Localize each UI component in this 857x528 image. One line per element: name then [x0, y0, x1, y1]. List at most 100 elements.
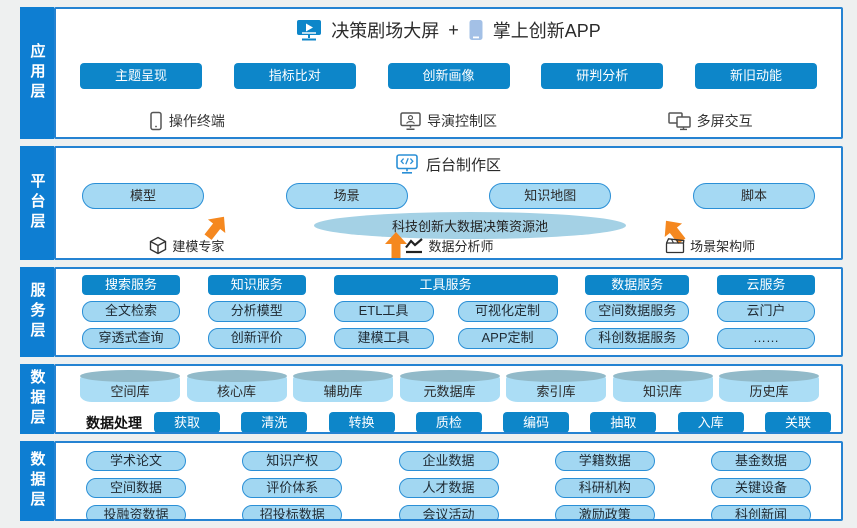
application-content: 决策剧场大屏 + 掌上创新APP 主题呈现 指标比对 创新画像 研判分析 新旧动…: [54, 7, 843, 139]
layer-data-store: 数据层 空间库 核心库 辅助库 元数据库 索引库 知识库 历史库 数据处理 获取…: [20, 364, 843, 434]
data-store-content: 空间库 核心库 辅助库 元数据库 索引库 知识库 历史库 数据处理 获取 清洗 …: [54, 364, 843, 434]
service-header: 知识服务: [207, 275, 306, 296]
data-source-grid: 学术论文 知识产权 企业数据 学籍数据 基金数据 空间数据 评价体系 人才数据 …: [56, 443, 841, 519]
terminal-item: 多屏交互: [579, 111, 841, 131]
source-item: 投融资数据: [86, 505, 186, 519]
source-item: 人才数据: [398, 478, 499, 498]
database-cylinder: 历史库: [719, 370, 819, 402]
service-column-tools: 工具服务 ETL工具 可视化定制 建模工具 APP定制: [333, 275, 558, 350]
app-button: 主题呈现: [80, 63, 202, 89]
database-label: 索引库: [536, 384, 576, 399]
clapperboard-icon: [666, 237, 685, 253]
service-header: 搜索服务: [82, 275, 180, 296]
source-item: 学籍数据: [554, 451, 655, 471]
terminal-label: 多屏交互: [696, 113, 753, 129]
layer-tab-label: 数据层: [28, 451, 46, 511]
monitor-code-icon: [396, 153, 418, 174]
cube-icon: [150, 236, 167, 254]
phone-icon: [469, 20, 483, 40]
terminal-item: 导演控制区: [318, 111, 580, 131]
source-item: 评价体系: [242, 478, 343, 498]
role-item: 建模专家: [56, 236, 318, 255]
role-label: 数据分析师: [428, 238, 494, 254]
mobile-outline-icon: [150, 111, 162, 131]
service-item: ETL工具: [333, 301, 434, 323]
platform-content: 后台制作区 模型 场景 知识地图 脚本 科技创新大数据决策资源池 建模专家: [54, 145, 843, 261]
resource-pool-ellipse: 科技创新大数据决策资源池: [314, 211, 626, 239]
role-item: 数据分析师: [318, 236, 580, 255]
service-item: 可视化定制: [457, 301, 558, 323]
app-button: 研判分析: [541, 63, 664, 89]
role-label: 建模专家: [172, 238, 225, 254]
layer-data-source: 数据层 学术论文 知识产权 企业数据 学籍数据 基金数据 空间数据 评价体系 人…: [20, 441, 843, 521]
layer-tab-platform: 平台层: [20, 145, 54, 261]
service-item: 穿透式查询: [82, 328, 180, 350]
service-item: 科创数据服务: [585, 328, 690, 350]
director-monitor-icon: [400, 111, 421, 130]
title-left-text: 决策剧场大屏: [331, 21, 440, 41]
database-label: 空间库: [110, 384, 150, 399]
process-step: 质检: [415, 412, 482, 432]
layer-service: 服务层 搜索服务 全文检索 穿透式查询 知识服务 分析模型 创新评价 工具服务 …: [20, 267, 843, 357]
service-item: ……: [717, 328, 815, 350]
service-item: 建模工具: [333, 328, 434, 350]
layer-application: 应用层 决策剧场大屏 + 掌上创新APP 主题呈现 指标比对: [20, 7, 843, 139]
platform-button: 场景: [285, 182, 408, 209]
layer-platform: 平台层 后台制作区 模型 场景 知识地图 脚本 科技创新大数据决策资源池: [20, 145, 843, 261]
database-label: 核心库: [216, 384, 256, 399]
platform-buttons-row: 模型 场景 知识地图 脚本: [56, 182, 841, 209]
source-item: 知识产权: [242, 451, 343, 471]
service-content: 搜索服务 全文检索 穿透式查询 知识服务 分析模型 创新评价 工具服务 ETL工…: [54, 267, 843, 357]
source-item: 激励政策: [554, 505, 655, 519]
service-item: 创新评价: [207, 328, 306, 350]
plus-sign: +: [448, 19, 459, 40]
source-item: 基金数据: [711, 451, 811, 471]
source-item: 科研机构: [554, 478, 655, 498]
service-column: 数据服务 空间数据服务 科创数据服务: [585, 275, 690, 350]
app-title: 决策剧场大屏 + 掌上创新APP: [56, 17, 841, 43]
source-item: 空间数据: [86, 478, 186, 498]
service-item: 分析模型: [207, 301, 306, 323]
database-label: 元数据库: [423, 384, 476, 399]
layer-tab-label: 数据层: [28, 369, 46, 429]
platform-button: 知识地图: [489, 182, 612, 209]
process-step: 入库: [677, 412, 744, 432]
layer-tab-label: 服务层: [28, 282, 46, 343]
app-button: 创新画像: [387, 63, 510, 89]
database-row: 空间库 核心库 辅助库 元数据库 索引库 知识库 历史库: [56, 370, 841, 402]
data-process-label: 数据处理: [86, 414, 142, 431]
orange-arrow-up-right-icon: [204, 216, 226, 240]
source-item: 招投标数据: [242, 505, 343, 519]
service-item: 空间数据服务: [585, 301, 690, 323]
layer-tab-label: 平台层: [28, 172, 46, 233]
service-header: 云服务: [717, 275, 815, 296]
role-item: 场景架构师: [579, 236, 841, 255]
service-header: 数据服务: [585, 275, 690, 296]
app-terminals-row: 操作终端 导演控制区: [56, 111, 841, 131]
database-cylinder: 索引库: [506, 370, 606, 402]
terminal-item: 操作终端: [56, 111, 318, 131]
app-button: 指标比对: [233, 63, 356, 89]
platform-button: 模型: [82, 182, 204, 209]
service-tools-grid: ETL工具 可视化定制 建模工具 APP定制: [333, 301, 558, 350]
source-item: 会议活动: [398, 505, 499, 519]
process-step: 获取: [154, 412, 220, 432]
app-buttons-row: 主题呈现 指标比对 创新画像 研判分析 新旧动能: [56, 63, 841, 89]
source-item: 关键设备: [711, 478, 811, 498]
data-process-row: 数据处理 获取 清洗 转换 质检 编码 抽取 入库 关联: [56, 412, 841, 432]
screen-play-icon: [297, 19, 322, 40]
source-item: 科创新闻: [711, 505, 811, 519]
layer-tab-service: 服务层: [20, 267, 54, 357]
role-label: 场景架构师: [690, 238, 756, 254]
process-step: 关联: [764, 412, 831, 432]
orange-arrow-up-left-icon: [664, 220, 686, 244]
line-chart-icon: [404, 237, 423, 253]
database-cylinder: 核心库: [186, 370, 287, 402]
data-source-content: 学术论文 知识产权 企业数据 学籍数据 基金数据 空间数据 评价体系 人才数据 …: [54, 441, 843, 521]
database-label: 知识库: [642, 384, 682, 399]
service-item: 云门户: [717, 301, 815, 323]
layer-tab-data-store: 数据层: [20, 364, 54, 434]
process-step: 转换: [328, 412, 395, 432]
platform-button: 脚本: [692, 182, 815, 209]
database-label: 历史库: [749, 384, 789, 399]
